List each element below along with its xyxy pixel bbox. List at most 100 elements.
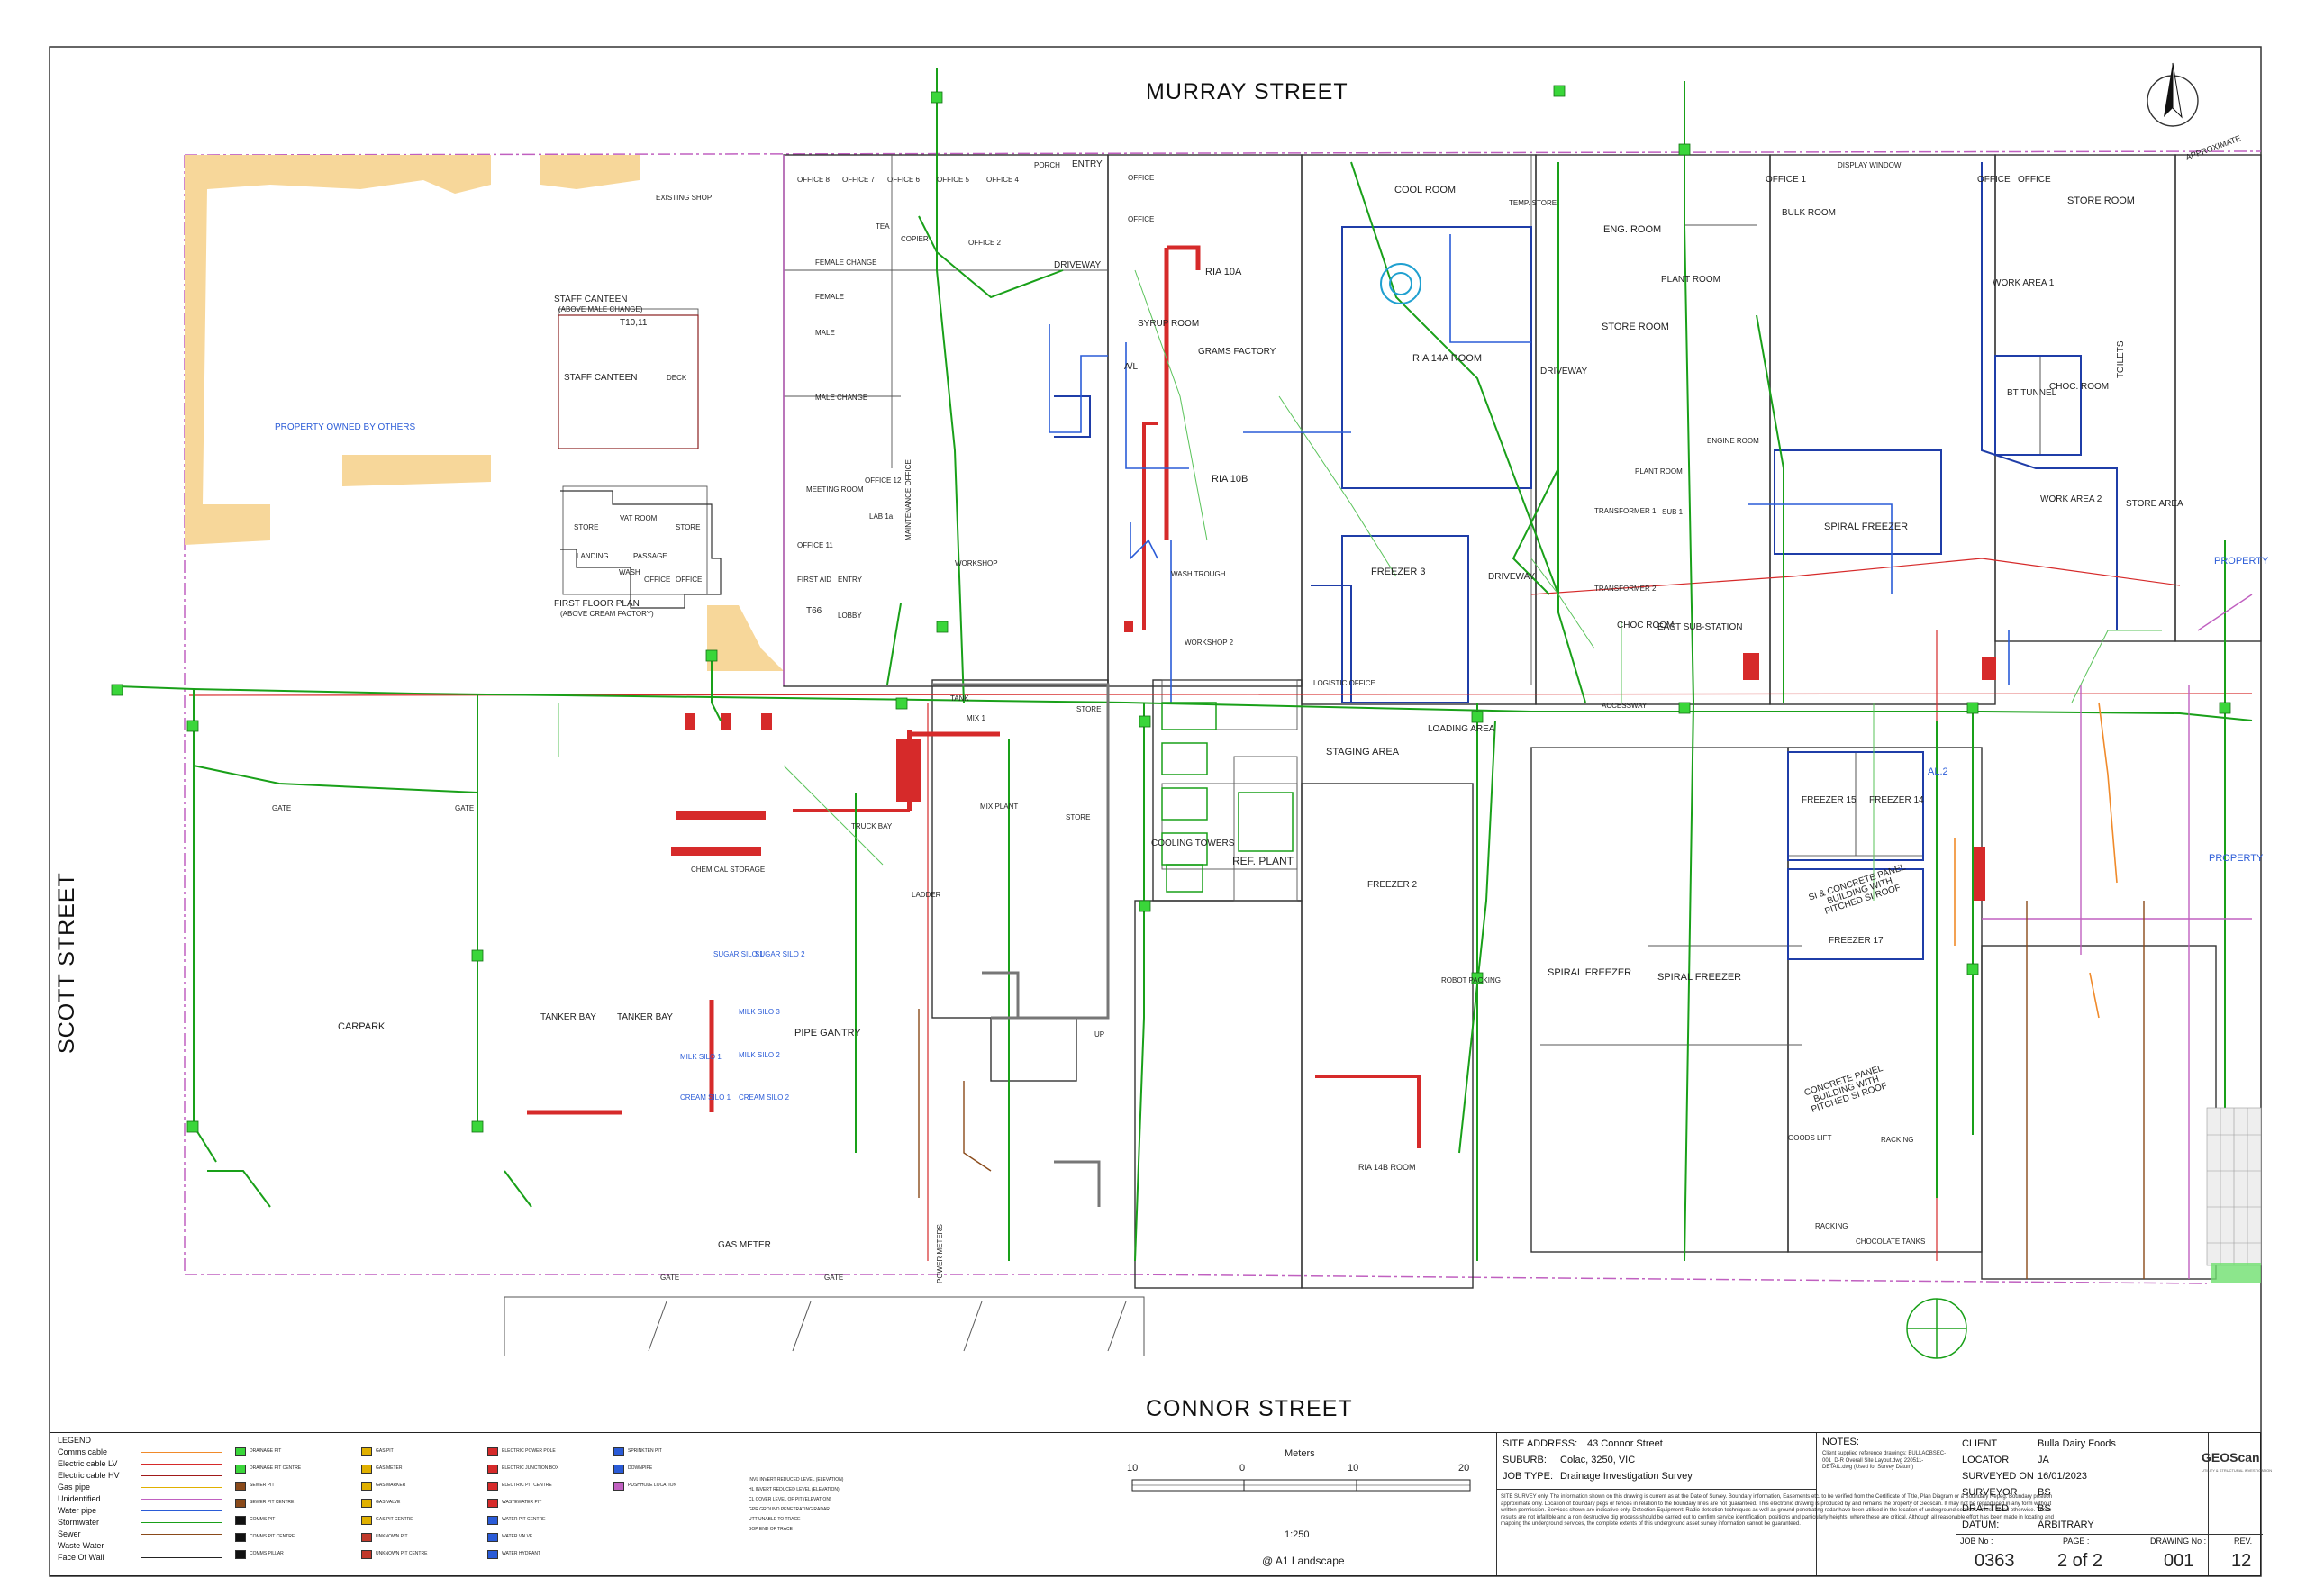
electric-equipment <box>671 621 1996 901</box>
label-robot-packing: ROBOT PACKING <box>1441 976 1501 984</box>
legend-abbreviation: HL INVERT REDUCED LEVEL (ELEVATION) <box>749 1487 840 1492</box>
label-staff-canteen: STAFF CANTEEN <box>554 295 628 304</box>
legend-abbreviation: GPR GROUND PENETRATING RADAR <box>749 1507 830 1512</box>
job-info: JOB No : 0363 PAGE : 2 of 2 DRAWING No :… <box>1956 1534 2263 1576</box>
label-pipe-gantry: PIPE GANTRY <box>794 1028 861 1038</box>
datum: ARBITRARY <box>2038 1519 2094 1530</box>
legend-symbol-icon <box>235 1482 246 1491</box>
label-freezer-3: FREEZER 3 <box>1371 567 1426 577</box>
label-property-owned-by-others: PROPERTY OWNED BY OTHERS <box>275 422 416 432</box>
label-gate-3: GATE <box>660 1274 680 1282</box>
label-bt-tunnel: BT TUNNEL <box>2007 388 2057 398</box>
label-syrup-room: SYRUP ROOM <box>1138 319 1200 329</box>
scale-bar-graphic <box>1131 1479 1471 1492</box>
label-transformer-1: TRANSFORMER 1 <box>1594 507 1657 515</box>
label-chemical-storage: CHEMICAL STORAGE <box>691 866 766 874</box>
legend-symbol-label: ELECTRIC PIT CENTRE <box>502 1483 552 1488</box>
legend-item-label: Waste Water <box>58 1541 104 1550</box>
label-accessway: ACCESSWAY <box>1602 702 1648 710</box>
label-workshop-2: WORKSHOP 2 <box>1185 639 1234 647</box>
rev-number: 12 <box>2231 1551 2252 1571</box>
label-store-b: STORE <box>676 523 701 531</box>
client-name: Bulla Dairy Foods <box>2038 1438 2116 1449</box>
legend-symbol-label: DRAINAGE PIT CENTRE <box>250 1465 302 1471</box>
label-passage: PASSAGE <box>633 552 667 560</box>
legend-symbol-icon <box>235 1465 246 1474</box>
legend-symbol-icon <box>235 1447 246 1456</box>
label-ladder: LADDER <box>912 891 941 899</box>
legend-symbol-label: SPRINKTEN PIT <box>628 1448 662 1454</box>
notes-title: NOTES: <box>1822 1437 1859 1447</box>
label-staff-canteen-inner: STAFF CANTEEN <box>564 373 638 383</box>
label-driveway-2: DRIVEWAY <box>1540 367 1588 376</box>
label-wash-trough: WASH TROUGH <box>1171 570 1226 578</box>
locator: JA <box>2038 1455 2049 1465</box>
electric-lines <box>188 245 2253 1261</box>
staff-canteen-outline <box>558 314 699 449</box>
label-tanker-bay-2: TANKER BAY <box>617 1012 673 1022</box>
label-al-2: AL.2 <box>1928 766 1948 777</box>
legend-symbol-label: GAS PIT <box>376 1448 394 1454</box>
brand-name: GEOScan <box>2202 1450 2260 1465</box>
job-type: Drainage Investigation Survey <box>1560 1471 1693 1482</box>
label-store-d: STORE <box>1066 813 1091 821</box>
label-cream-silo-2: CREAM SILO 2 <box>739 1093 790 1102</box>
label-first-aid: FIRST AID <box>797 576 832 584</box>
label-tanker-bay-1: TANKER BAY <box>540 1012 596 1022</box>
label-racking-2: RACKING <box>1815 1222 1848 1230</box>
label-bulk-room: BULK ROOM <box>1782 208 1837 218</box>
label-office-1: OFFICE 1 <box>1766 175 1807 185</box>
label-male-change: MALE CHANGE <box>815 394 868 402</box>
legend-symbol-label: WATER PIT CENTRE <box>502 1517 546 1522</box>
label-female: FEMALE <box>815 293 845 301</box>
label-freezer-17: FREEZER 17 <box>1829 936 1884 946</box>
legend-symbol-icon <box>487 1482 498 1491</box>
label-plant-room-2: PLANT ROOM <box>1635 467 1683 476</box>
label-work-area-2: WORK AREA 2 <box>2040 494 2102 504</box>
scale-tick-0: 10 <box>1127 1463 1139 1474</box>
label-cooling-towers: COOLING TOWERS <box>1151 839 1235 848</box>
label-choc-room-a: CHOC. ROOM <box>2049 382 2110 392</box>
equipment-ria-14a <box>1380 263 1421 304</box>
drafted-label: DRAFTED <box>1962 1503 2009 1514</box>
street-scott: SCOTT STREET <box>54 872 79 1054</box>
label-gate-4: GATE <box>824 1274 844 1282</box>
first-floor-plan-outline <box>560 490 722 609</box>
label-work-area-1: WORK AREA 1 <box>1993 278 2055 288</box>
site-info: SITE ADDRESS: 43 Connor Street SUBURB: C… <box>1496 1433 2054 1575</box>
label-staging-area: STAGING AREA <box>1326 747 1400 757</box>
label-office-5: OFFICE 5 <box>937 176 970 184</box>
label-office-2: OFFICE 2 <box>968 239 1002 247</box>
label-lobby: LOBBY <box>838 612 862 620</box>
label-ref-plant: REF. PLANT <box>1232 855 1294 867</box>
label-office-ff2: OFFICE <box>676 576 703 584</box>
legend-symbol-icon <box>361 1482 372 1491</box>
label-entry-top: ENTRY <box>1072 159 1103 169</box>
legend-symbol-label: ELECTRIC JUNCTION BOX <box>502 1465 559 1471</box>
carpark-bays <box>504 1296 1145 1356</box>
datum-label: DATUM: <box>1962 1519 2000 1530</box>
label-landing: LANDING <box>576 552 609 560</box>
building-walls <box>783 154 2262 1289</box>
label-store-c: STORE <box>1076 705 1102 713</box>
legend-symbol-label: WATER HYDRANT <box>502 1551 541 1556</box>
legend-item-label: Electric cable LV <box>58 1459 118 1468</box>
drainage-pits <box>111 85 2231 1133</box>
legend-item-label: Face Of Wall <box>58 1553 104 1562</box>
legend-symbol-icon <box>361 1465 372 1474</box>
gas-comms-lines <box>1954 702 2118 1019</box>
label-store-room-1: STORE ROOM <box>1602 322 1669 332</box>
legend-symbol-label: SEWER PIT CENTRE <box>250 1500 295 1505</box>
label-east-substation: EAST SUB-STATION <box>1657 622 1743 632</box>
label-maintenance-office: MAINTENANCE OFFICE <box>904 459 912 540</box>
tank-circle <box>1906 1298 1967 1359</box>
legend-symbol-icon <box>361 1533 372 1542</box>
drawing-label: DRAWING No : <box>2150 1537 2207 1546</box>
label-milk-silo-1: MILK SILO 1 <box>680 1053 722 1061</box>
legend-symbol-label: WASTEWATER PIT <box>502 1500 542 1505</box>
legend-item-label: Gas pipe <box>58 1483 91 1492</box>
